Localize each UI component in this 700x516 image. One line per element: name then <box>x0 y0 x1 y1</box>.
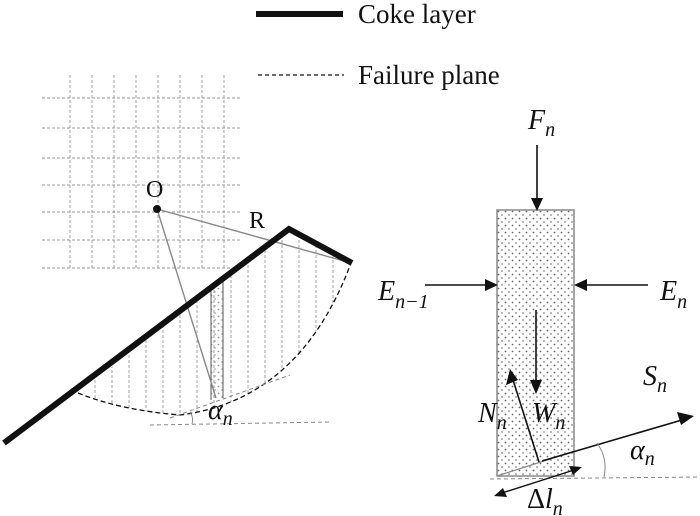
left-force-arrowhead <box>485 279 498 291</box>
base-horizontal-reference <box>489 476 700 480</box>
slope-angle-label: αn <box>208 395 233 430</box>
slice-base-tangent <box>169 374 291 419</box>
left-force-label: En−1 <box>377 276 429 313</box>
selected-slice <box>211 288 223 398</box>
coke-layer-line <box>2 225 354 446</box>
base-angle-label: αn <box>630 435 655 470</box>
horizontal-reference <box>149 421 331 426</box>
center-label: O <box>146 177 163 203</box>
base-angle-arc <box>596 442 606 478</box>
right-force-label: En <box>659 276 687 313</box>
shear-label: Sn <box>643 361 667 397</box>
slope-angle-arc <box>189 411 194 425</box>
base-length-label: Δln <box>527 484 563 516</box>
length-arrowhead-left <box>494 488 507 497</box>
weight-label: Wn <box>532 398 565 434</box>
weight-arrowhead <box>530 380 542 394</box>
top-force-arrowhead <box>531 198 543 211</box>
rotation-center-point <box>153 205 161 213</box>
legend-failure-label: Failure plane <box>358 60 500 90</box>
right-force-arrowhead <box>574 279 587 291</box>
failure-plane-arc <box>77 262 352 416</box>
legend: Coke layer Failure plane <box>256 0 500 90</box>
normal-label: Nn <box>477 398 507 434</box>
slice-free-body: Fn En−1 En Wn Nn Sn αn Δln <box>377 105 700 516</box>
length-arrowhead-right <box>569 466 582 475</box>
radius-label: R <box>249 208 265 234</box>
top-force-label: Fn <box>527 105 555 141</box>
legend-coke-label: Coke layer <box>358 0 476 29</box>
trial-center-grid <box>42 75 240 270</box>
normal-arrowhead <box>506 369 518 385</box>
shear-arrowhead <box>677 412 694 425</box>
